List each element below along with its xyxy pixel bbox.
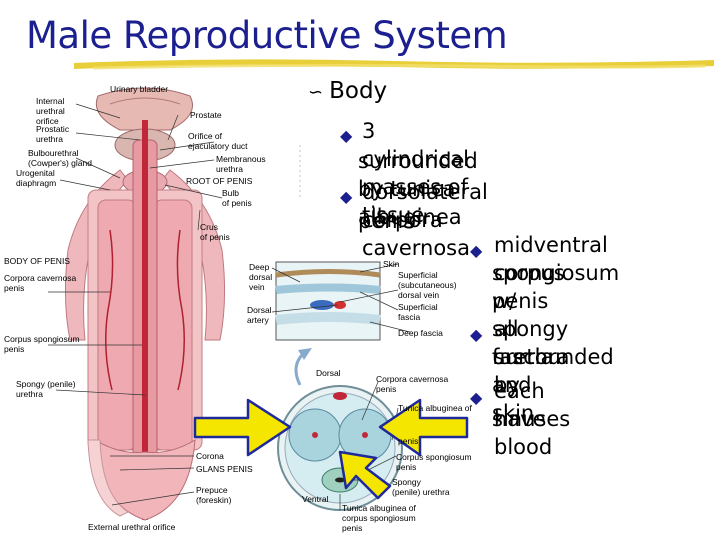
diamond-bullet-icon: ◆ [470,325,483,344]
prepuce-shape [87,439,130,517]
bullet-swirl-icon: ∽ [308,82,324,103]
label-tunica-albuginea-of: Tunica albuginea of [398,403,472,413]
label-skin: Skin [383,259,400,269]
urinary-bladder-shape [95,87,193,131]
slide-title: Male Reproductive System [26,14,508,57]
label-urinary-bladder: Urinary bladder [110,84,169,94]
bullet-4-line2: fascia and skin [492,345,554,425]
label-spongy-urethra: Spongy (penile)urethra [16,379,76,399]
bullet-5-line2: sinuses [492,407,571,431]
right-pointing-arrow-icon [193,398,292,457]
bullet-2-line1: dorsolateral corpora cavernosa [362,180,488,260]
main-bullet-text: Body [329,78,388,104]
title-underline [74,59,714,70]
bullet-4-line1: all surrounded by [494,317,614,397]
bullet-2-line2: penis [358,209,415,233]
label-bulbourethral-gland: Bulbourethral(Cowper's) gland [28,148,92,168]
bullet-3-line1: midventral corpus [494,233,608,285]
label-body-of-penis: BODY OF PENIS [4,256,70,266]
bullet-3-line2: spongiosum penis [492,261,620,313]
label-root-of-penis: ROOT OF PENIS [186,176,253,186]
bullet-5-line1: each have blood [494,379,553,459]
bullet-1-line1: 3 cylindrical masses of tissue [362,119,469,227]
label-penis: penis [398,436,419,446]
label-ventral: Ventral [302,494,329,504]
label-superficial-dorsal-vein: Superficial(subcutaneous)dorsal vein [398,270,457,300]
up-left-pointing-arrow-icon [338,450,392,500]
main-bullet: ∽Body [308,78,387,104]
diamond-bullet-icon: ◆ [470,241,483,260]
label-external-urethral-orifice: External urethral orifice [88,522,176,532]
diamond-bullet-icon: ◆ [340,187,353,206]
label-prepuce: Prepuce(foreskin) [196,485,232,505]
diamond-bullet-icon: ◆ [470,388,483,407]
label-spongy-penile-urethra: Spongy(penile) urethra [392,477,450,497]
left-pointing-arrow-icon [378,398,469,457]
diamond-bullet-icon: ◆ [340,126,353,145]
label-corona: Corona [196,451,224,461]
label-prostate: Prostate [190,110,222,120]
label-glans-penis: GLANS PENIS [196,464,253,474]
bullet-1-line2: surrounded by tunica albuginea [358,149,478,229]
bullet-3-line3: w/ spongy urethra [492,289,570,369]
label-dorsal: Dorsal [316,368,341,378]
urethra-channel [142,120,148,520]
label-deep-fascia: Deep fascia [398,328,443,338]
